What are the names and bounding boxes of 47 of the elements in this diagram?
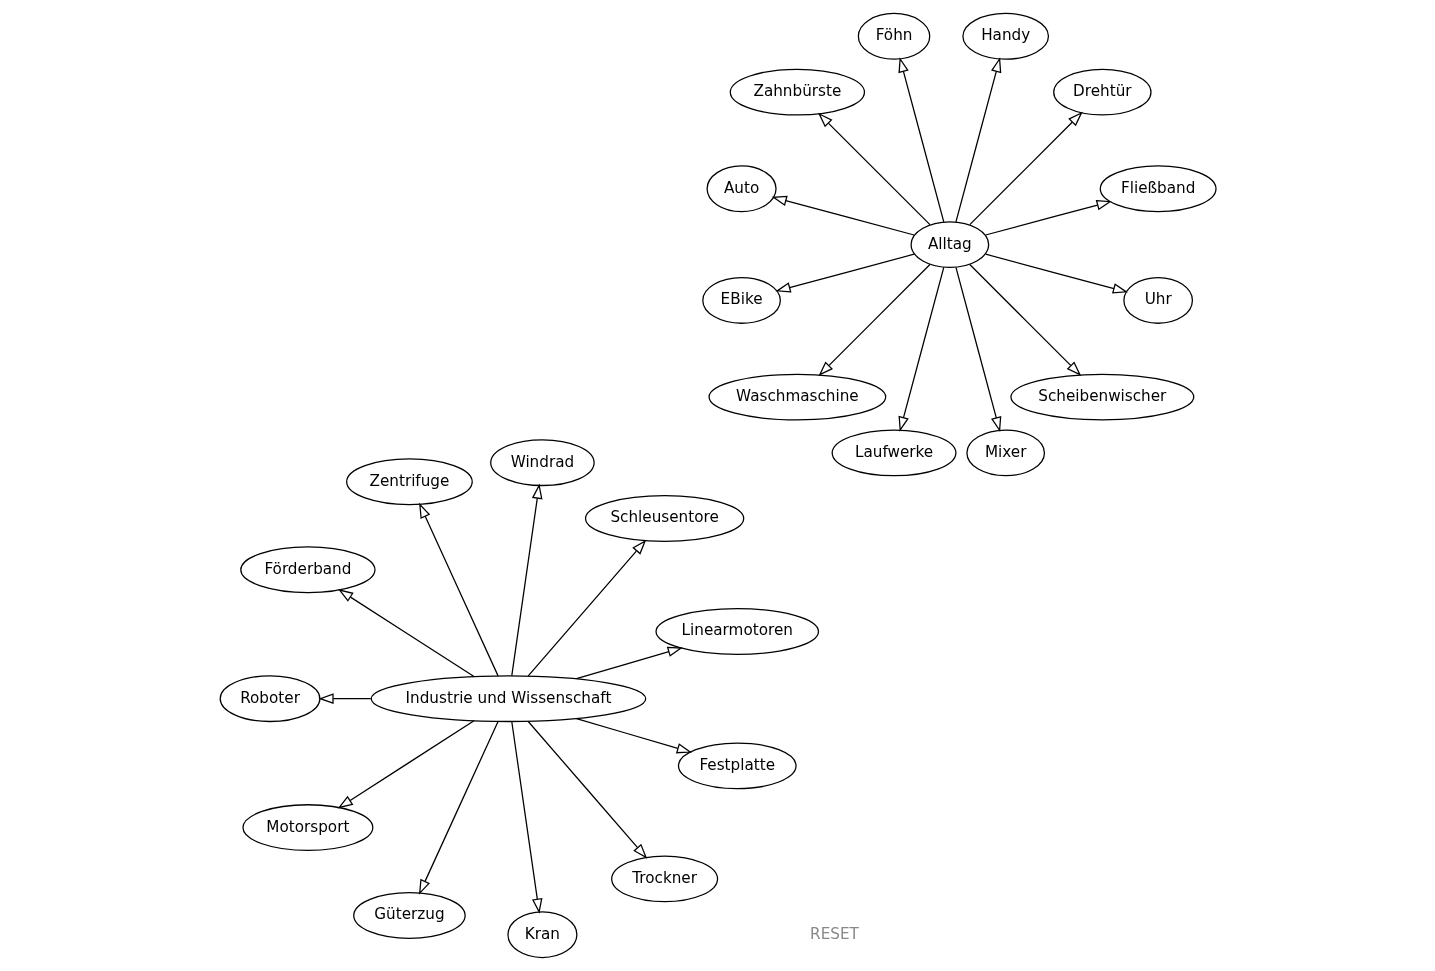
arrow [774,253,915,293]
arrow [510,483,542,677]
arrow [968,111,1083,226]
node-ellipse: Güterzug [352,892,466,940]
node-ellipse: EBike [701,276,781,324]
arrow [897,57,944,223]
node-ellipse: Waschmaschine [707,373,886,421]
node-ellipse: Auto [705,165,777,213]
node-ellipse: Handy [961,12,1049,60]
arrow [418,720,499,895]
arrow [337,589,475,678]
node-ellipse: Uhr [1122,276,1193,324]
arrow [575,646,683,680]
node-ellipse: Laufwerke [831,429,957,477]
arrow [575,718,692,754]
arrow [337,720,475,809]
arrow [984,200,1112,236]
node-ellipse: Roboter [219,675,321,723]
arrow [817,112,931,226]
arrow [954,266,1001,433]
arrow [317,693,371,704]
arrow [968,263,1081,377]
arrow [527,720,647,859]
node-ellipse: Windrad [489,439,595,487]
node-ellipse: Zahnbürste [729,68,865,116]
arrow [898,266,944,432]
node-ellipse: Zentrifuge [345,458,473,506]
node-ellipse: Drehtür [1052,68,1152,116]
node-ellipse: Föhn [857,12,930,60]
node-ellipse: Trockner [610,855,718,903]
arrow [527,539,646,677]
node-ellipse: Förderband [239,546,376,594]
node-ellipse: Scheibenwischer [1009,373,1194,421]
arrow [418,502,499,677]
node-ellipse: Kran [506,911,577,959]
arrow [510,721,542,914]
node-ellipse: Motorsport [241,804,373,852]
node-ellipse: Schleusentore [584,495,744,542]
node-ellipse: Mixer [965,429,1045,477]
node-ellipse: Fließband [1099,165,1217,213]
arrow [817,263,931,377]
arrow [954,57,1001,223]
arrow [771,195,915,236]
arrow [984,253,1128,294]
node-ellipse: Alltag [909,221,989,269]
label: RESET [809,924,859,943]
node-ellipse: Industrie und Wissenschaft [370,675,646,723]
